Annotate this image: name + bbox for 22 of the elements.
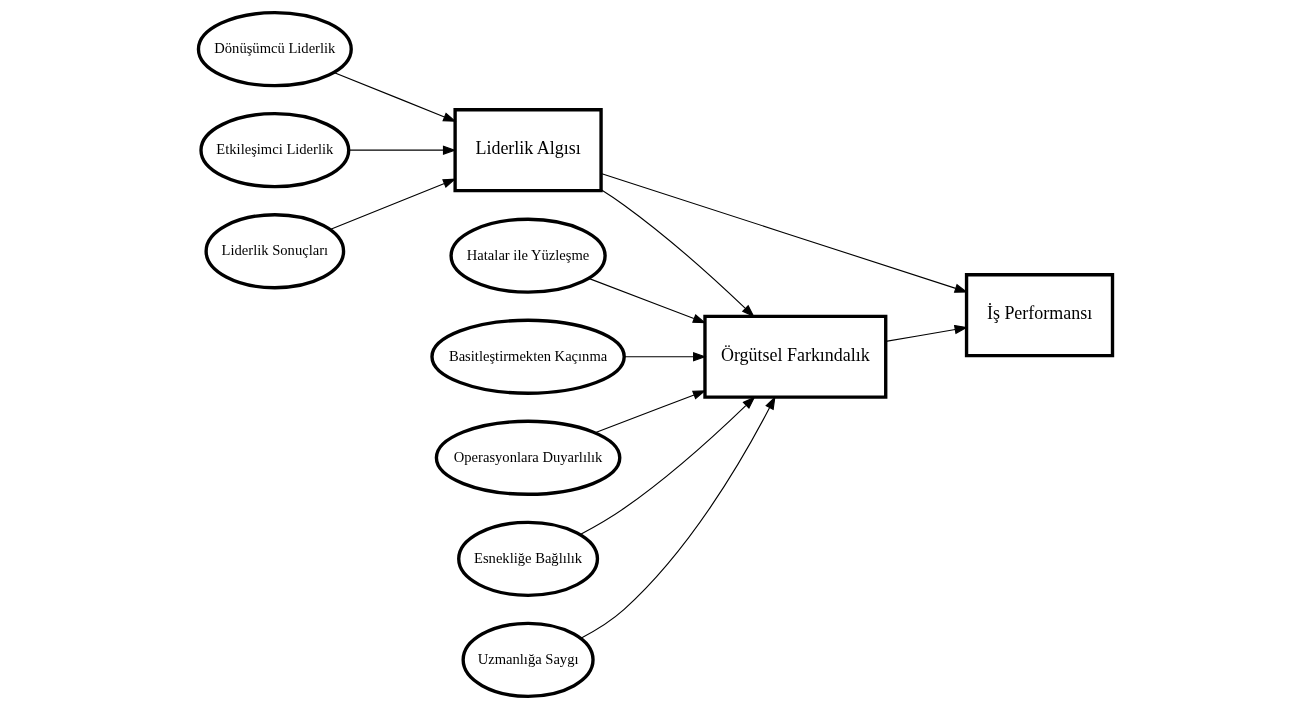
arrow: [600, 189, 755, 318]
node-box: Liderlik Algısı: [452, 108, 603, 193]
arrow: [884, 324, 968, 342]
arrow: [579, 396, 755, 536]
node-ellipse: Uzmanlığa Saygı: [460, 621, 595, 699]
node-ellipse: Etkileşimci Liderlik: [198, 112, 350, 189]
arrow: [594, 390, 706, 434]
node-ellipse: Hatalar ile Yüzleşme: [448, 217, 607, 294]
node-box: İş Performansı: [964, 273, 1114, 358]
arrow: [579, 396, 776, 639]
arrow: [332, 71, 457, 122]
node-box: Örgütsel Farkındalık: [702, 314, 887, 399]
node-ellipse: Dönüşümcü Liderlik: [196, 10, 353, 88]
node-ellipse: Liderlik Sonuçları: [203, 213, 345, 290]
node-ellipse: Operasyonlara Duyarlılık: [434, 419, 621, 496]
arrow: [600, 172, 968, 293]
arrow: [347, 145, 456, 155]
arrow: [329, 178, 456, 230]
arrow: [623, 352, 707, 362]
arrow: [587, 277, 706, 324]
node-ellipse: Esnekliğe Bağlılık: [456, 520, 599, 597]
node-ellipse: Basitleştirmekten Kaçınma: [429, 318, 626, 395]
